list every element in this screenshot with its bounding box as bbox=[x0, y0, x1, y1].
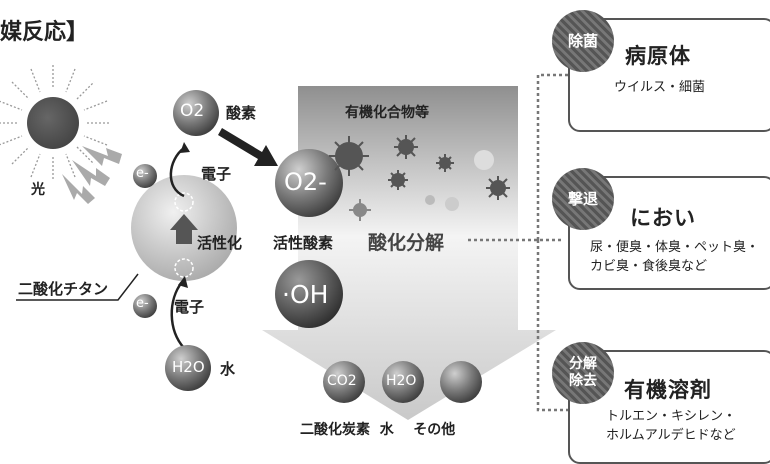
co2-bubble bbox=[323, 361, 365, 403]
badge-sterilize: 除菌 bbox=[552, 10, 614, 72]
organic-label: 有機化合物等 bbox=[345, 105, 429, 121]
water-symbol: H2O bbox=[172, 358, 205, 376]
hydroxyl-symbol: ·OH bbox=[282, 280, 329, 309]
h2o-product-symbol: H2O bbox=[386, 373, 417, 389]
active-oxygen-label: 活性酸素 bbox=[273, 234, 334, 252]
electron-bubble-bottom bbox=[133, 294, 157, 318]
oxygen-symbol: O2 bbox=[180, 101, 205, 121]
sun-icon bbox=[0, 65, 111, 181]
card-solvent-desc: トルエン・キシレン・ ホルムアルデヒドなど bbox=[606, 409, 737, 443]
card-solvent-title: 有機溶剤 bbox=[624, 378, 712, 402]
activation-label: 活性化 bbox=[197, 234, 243, 252]
badge-decompose: 分解 除去 bbox=[552, 342, 614, 404]
card-pathogen-desc: ウイルス・細菌 bbox=[614, 80, 706, 95]
reaction-arrow bbox=[218, 128, 278, 166]
water-label: 水 bbox=[220, 360, 236, 378]
titanium-label: 二酸化チタン bbox=[18, 280, 109, 298]
decompose-label: 酸化分解 bbox=[368, 232, 445, 254]
oxygen-bubble bbox=[173, 90, 219, 136]
other-bubble bbox=[440, 361, 482, 403]
oxygen-label: 酸素 bbox=[226, 104, 257, 122]
electron-symbol-top: e- bbox=[136, 166, 149, 181]
card-odor-desc: 尿・便臭・体臭・ペット臭・ カビ臭・食後臭など bbox=[590, 240, 760, 274]
co2-symbol: CO2 bbox=[327, 373, 357, 389]
superoxide-symbol: O2- bbox=[284, 168, 327, 196]
water-bubble bbox=[165, 345, 211, 391]
h2o-product-bubble bbox=[382, 361, 424, 403]
electron-symbol-bottom: e- bbox=[136, 296, 149, 311]
card-odor-title: におい bbox=[630, 206, 696, 230]
badge-repel: 撃退 bbox=[552, 168, 614, 230]
electron-bubble-top bbox=[133, 164, 157, 188]
card-pathogen-title: 病原体 bbox=[625, 44, 691, 68]
superoxide-bubble bbox=[275, 149, 343, 217]
light-arrows bbox=[62, 146, 122, 204]
electron-label-bottom: 電子 bbox=[174, 298, 205, 316]
hydroxyl-bubble bbox=[275, 260, 343, 328]
light-label: 光 bbox=[31, 182, 45, 198]
diagram-title: 媒反応】 bbox=[0, 20, 89, 45]
products-label: 二酸化炭素 水 その他 bbox=[300, 422, 456, 438]
electron-label-top: 電子 bbox=[201, 165, 232, 183]
